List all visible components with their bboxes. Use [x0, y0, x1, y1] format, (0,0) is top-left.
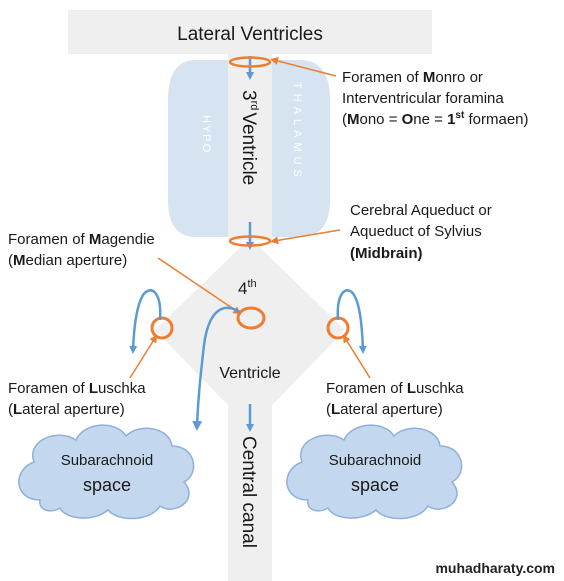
luschka-left-label: Foramen of Luschka (Lateral aperture)	[8, 380, 146, 418]
cloud-left-line1: Subarachnoid	[61, 452, 154, 469]
lateral-ventricles-label: Lateral Ventricles	[177, 24, 323, 45]
cloud-right-line1: Subarachnoid	[329, 452, 422, 469]
svg-text:Aqueduct of Sylvius: Aqueduct of Sylvius	[350, 223, 482, 240]
luschka-right-pointer	[342, 334, 371, 379]
svg-text:HYPO: HYPO	[200, 115, 212, 154]
monro-label: Foramen of Monro or Interventricular for…	[342, 69, 529, 128]
svg-text:Cerebral Aqueduct or: Cerebral Aqueduct or	[350, 202, 492, 219]
svg-text:(Midbrain): (Midbrain)	[350, 245, 423, 262]
svg-text:Foramen of Luschka: Foramen of Luschka	[8, 380, 146, 397]
svg-text:(Lateral aperture): (Lateral aperture)	[8, 401, 125, 418]
central-canal-label: Central canal	[238, 436, 259, 548]
svg-text:(Median aperture): (Median aperture)	[8, 252, 127, 269]
third-ventricle-channel	[228, 54, 272, 240]
thalamus-right-half	[272, 60, 330, 237]
svg-text:Central canal: Central canal	[238, 436, 259, 548]
subarachnoid-cloud-left: Subarachnoid space	[18, 424, 195, 520]
thalamus-label: THALAMUS	[291, 82, 303, 182]
svg-text:(Mono = One = 1st formaen): (Mono = One = 1st formaen)	[342, 110, 529, 128]
watermark: muhadharaty.com	[435, 560, 555, 576]
svg-text:(Lateral aperture): (Lateral aperture)	[326, 401, 443, 418]
cloud-right-line2: space	[351, 475, 399, 495]
aqueduct-pointer	[270, 229, 341, 245]
cerebral-aqueduct-ring	[228, 235, 272, 247]
foramen-of-monro-ring	[228, 56, 272, 68]
luschka-left-pointer	[129, 334, 158, 379]
hypo-label: HYPO	[200, 115, 212, 154]
foramen-of-luschka-left-ring	[150, 316, 174, 340]
monro-pointer	[270, 57, 337, 77]
left-lateral-outflow-arrow	[129, 289, 162, 354]
third-ventricle-label: 3rdVentricle	[238, 90, 260, 185]
svg-text:3rdVentricle: 3rdVentricle	[238, 90, 260, 185]
fourth-ventricle-diamond	[155, 238, 345, 428]
lateral-ventricles-box	[68, 10, 432, 54]
fourth-ventricle-number: 4th	[238, 278, 257, 298]
hypothalamus-left-half	[168, 60, 228, 237]
svg-text:Foramen of Luschka: Foramen of Luschka	[326, 380, 464, 397]
svg-text:Interventricular foramina: Interventricular foramina	[342, 90, 504, 107]
foramen-of-magendie-ring	[236, 306, 266, 330]
luschka-right-label: Foramen of Luschka (Lateral aperture)	[326, 380, 464, 418]
cloud-left-line2: space	[83, 475, 131, 495]
magendie-label: Foramen of Magendie (Median aperture)	[8, 231, 155, 269]
median-outflow-arrow	[192, 306, 241, 431]
svg-text:THALAMUS: THALAMUS	[291, 82, 303, 182]
fourth-ventricle-word: Ventricle	[219, 365, 280, 382]
subarachnoid-cloud-right: Subarachnoid space	[286, 424, 463, 520]
svg-text:Foramen of Monro or: Foramen of Monro or	[342, 69, 483, 86]
svg-text:Foramen of Magendie: Foramen of Magendie	[8, 231, 155, 248]
aqueduct-label: Cerebral Aqueduct or Aqueduct of Sylvius…	[350, 202, 492, 262]
magendie-pointer	[157, 257, 242, 315]
right-lateral-outflow-arrow	[336, 289, 367, 354]
